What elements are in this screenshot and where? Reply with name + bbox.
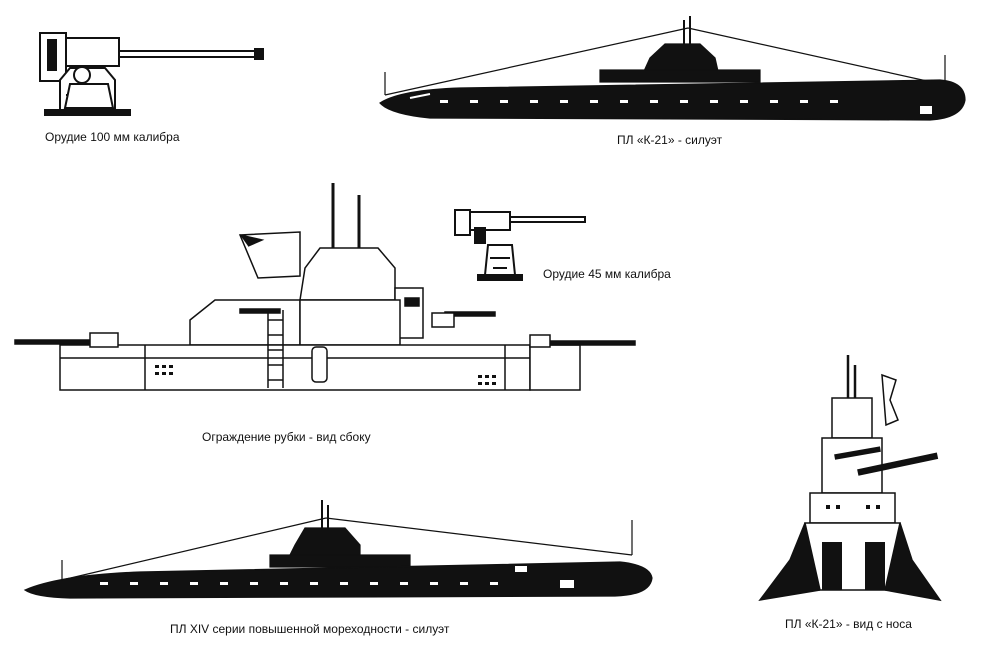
- caption-k21-bow-view: ПЛ «К-21» - вид с носа: [785, 617, 912, 631]
- caption-k21-silhouette: ПЛ «К-21» - силуэт: [617, 133, 723, 147]
- caption-xiv-series-silhouette: ПЛ XIV серии повышенной мореходности - с…: [170, 622, 450, 636]
- caption-gun-100mm: Орудие 100 мм калибра: [45, 130, 180, 144]
- caption-gun-45mm: Орудие 45 мм калибра: [543, 267, 671, 281]
- caption-conning-tower-side: Ограждение рубки - вид сбоку: [202, 430, 371, 444]
